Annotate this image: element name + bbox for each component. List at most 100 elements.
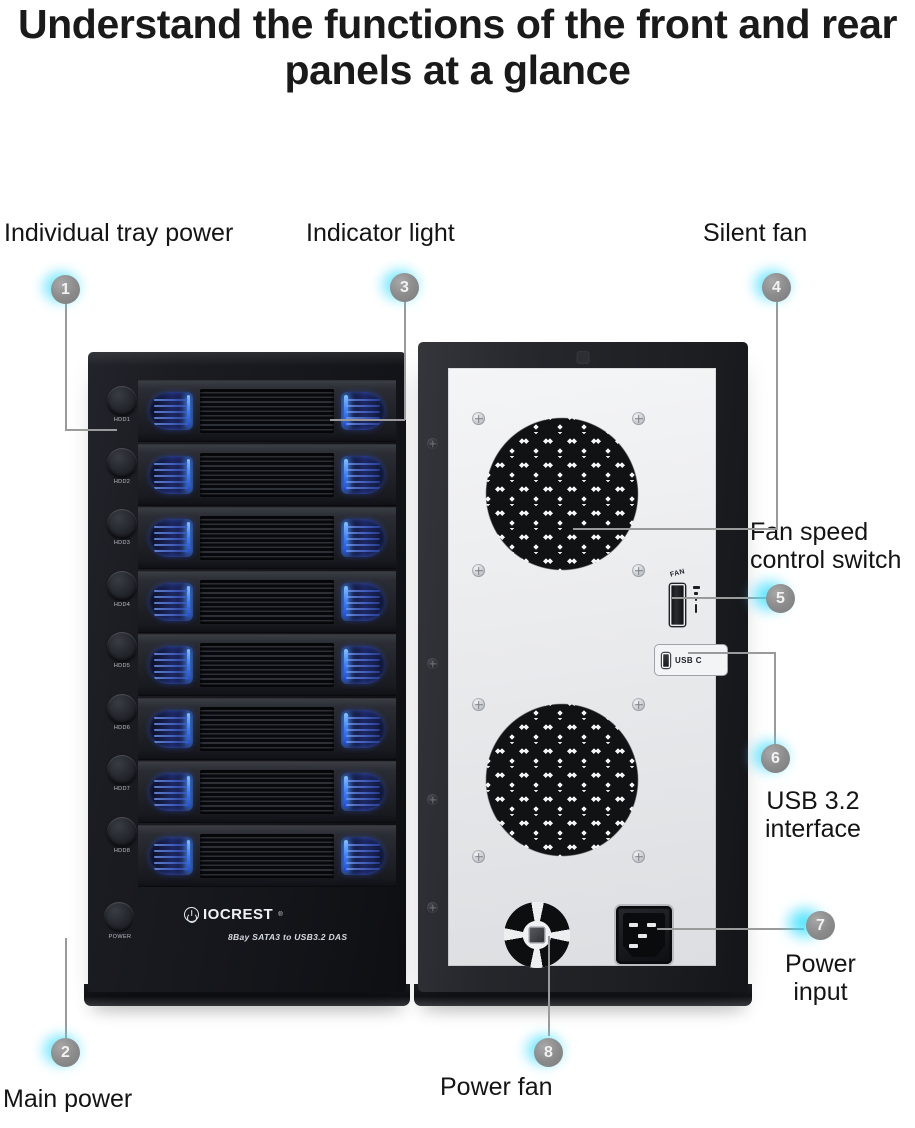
main-power-button[interactable] <box>104 902 134 932</box>
tray-handle-left[interactable] <box>149 773 193 811</box>
tray-power-label-7: HDD7 <box>113 786 131 792</box>
iec-pin-icon <box>638 934 647 938</box>
callout-badge-4[interactable]: 4 <box>762 273 791 302</box>
tray-vent-grille <box>200 706 334 751</box>
callout-badge-8[interactable]: 8 <box>534 1038 563 1067</box>
tray-vent-grille <box>200 452 334 497</box>
tray-power-button-column: HDD1 HDD2 HDD3 HDD4 HDD5 HDD6 HDD7 HDD8 <box>98 386 146 878</box>
tray-handle-left[interactable] <box>149 646 193 684</box>
tray-vent-grille <box>200 833 334 878</box>
tray-handle-right[interactable] <box>341 519 385 557</box>
brand-name: IOCREST <box>203 906 274 923</box>
tray-led-edge-icon <box>344 649 348 681</box>
fan-screw-icon <box>472 698 485 711</box>
drive-tray[interactable] <box>138 697 396 760</box>
tray-handle-left[interactable] <box>149 519 193 557</box>
tray-led-edge-icon <box>344 458 348 491</box>
iec-pin-icon <box>629 923 638 927</box>
drive-tray[interactable] <box>138 570 396 633</box>
power-input-socket[interactable] <box>616 906 672 964</box>
callout-label-fan-speed-control-switch: Fan speed control switch <box>750 518 902 574</box>
rear-backplate: FAN USB C <box>448 368 728 968</box>
tray-power-label-3: HDD3 <box>113 540 131 546</box>
drive-tray[interactable] <box>138 507 396 569</box>
tray-led-edge-icon <box>186 839 190 872</box>
callout-number-5: 5 <box>776 589 785 607</box>
drive-tray[interactable] <box>138 380 396 442</box>
tray-handle-right[interactable] <box>341 836 385 875</box>
power-symbol-icon <box>184 907 199 922</box>
lower-fan-vent <box>476 694 648 866</box>
fan-screw-icon <box>632 412 645 425</box>
callout-label-individual-tray-power: Individual tray power <box>4 219 234 247</box>
drive-bay-stack <box>138 380 396 888</box>
callout-number-7: 7 <box>816 916 825 934</box>
tray-led-edge-icon <box>344 585 348 618</box>
tray-power-button-2[interactable]: HDD2 <box>107 447 137 485</box>
rear-top-tab-icon <box>576 351 590 364</box>
callout-label-main-power: Main power <box>3 1085 133 1113</box>
tray-vent-grille <box>200 770 334 814</box>
drive-tray[interactable] <box>138 824 396 887</box>
page-title: Understand the functions of the front an… <box>17 1 898 93</box>
tray-power-label-4: HDD4 <box>113 601 131 608</box>
tray-handle-left[interactable] <box>149 455 193 494</box>
tray-power-button-5[interactable]: HDD5 <box>107 632 137 669</box>
tray-handle-right[interactable] <box>341 582 385 621</box>
drive-tray[interactable] <box>138 443 396 506</box>
leader-line-4 <box>573 528 777 530</box>
registered-trademark-icon: ® <box>278 911 283 918</box>
tray-led-edge-icon <box>186 585 190 618</box>
tray-power-button-4[interactable]: HDD4 <box>107 570 137 608</box>
tray-power-button-6[interactable]: HDD6 <box>107 693 137 731</box>
tray-handle-left[interactable] <box>149 709 193 748</box>
drive-tray[interactable] <box>138 761 396 823</box>
tray-handle-right[interactable] <box>341 392 385 430</box>
tray-led-edge-icon <box>186 522 190 554</box>
fan-screw-icon <box>632 564 645 577</box>
callout-number-3: 3 <box>400 278 409 296</box>
leader-line-7 <box>657 928 804 930</box>
tray-handle-right[interactable] <box>341 709 385 748</box>
usb-c-port-group[interactable]: USB C <box>654 644 728 676</box>
fan-grille-lattice <box>476 694 648 866</box>
callout-label-power-fan: Power fan <box>440 1073 553 1101</box>
tray-vent-grille <box>200 516 334 560</box>
callout-number-6: 6 <box>771 749 780 767</box>
tray-handle-right[interactable] <box>341 773 385 811</box>
callout-badge-3[interactable]: 3 <box>390 273 419 302</box>
tray-power-label-6: HDD6 <box>113 724 131 731</box>
leader-line-3 <box>330 419 405 421</box>
drive-tray[interactable] <box>138 634 396 696</box>
tray-power-button-3[interactable]: HDD3 <box>107 509 137 546</box>
tray-led-edge-icon <box>186 649 190 681</box>
callout-badge-2[interactable]: 2 <box>51 1038 80 1067</box>
model-description: 8Bay SATA3 to USB3.2 DAS <box>228 932 348 942</box>
iec-pin-icon <box>629 944 638 948</box>
tray-handle-left[interactable] <box>149 582 193 621</box>
chassis-screw-icon <box>427 902 438 913</box>
fan-speed-switch[interactable] <box>670 584 685 626</box>
callout-badge-7[interactable]: 7 <box>806 911 835 940</box>
leader-line-4 <box>776 302 778 530</box>
tray-power-button-1[interactable]: HDD1 <box>107 386 137 423</box>
callout-number-8: 8 <box>544 1043 553 1061</box>
tray-handle-left[interactable] <box>149 392 193 430</box>
callout-badge-5[interactable]: 5 <box>766 584 795 613</box>
tray-handle-right[interactable] <box>341 646 385 684</box>
tray-vent-grille <box>200 643 334 687</box>
brand-logo: IOCREST ® <box>184 906 283 923</box>
front-panel-enclosure: HDD1 HDD2 HDD3 HDD4 HDD5 HDD6 HDD7 HDD8 <box>88 352 406 992</box>
callout-badge-6[interactable]: 6 <box>761 744 790 773</box>
tray-power-label-8: HDD8 <box>113 847 131 854</box>
callout-badge-1[interactable]: 1 <box>51 275 80 304</box>
tray-power-button-8[interactable]: HDD8 <box>107 816 137 854</box>
chassis-screw-icon <box>427 658 438 669</box>
power-fan-hub-icon <box>528 926 546 944</box>
chassis-screw-icon <box>427 794 438 805</box>
tray-power-button-7[interactable]: HDD7 <box>107 755 137 792</box>
tray-handle-right[interactable] <box>341 455 385 494</box>
leader-line-6 <box>688 652 775 654</box>
tray-handle-left[interactable] <box>149 836 193 875</box>
